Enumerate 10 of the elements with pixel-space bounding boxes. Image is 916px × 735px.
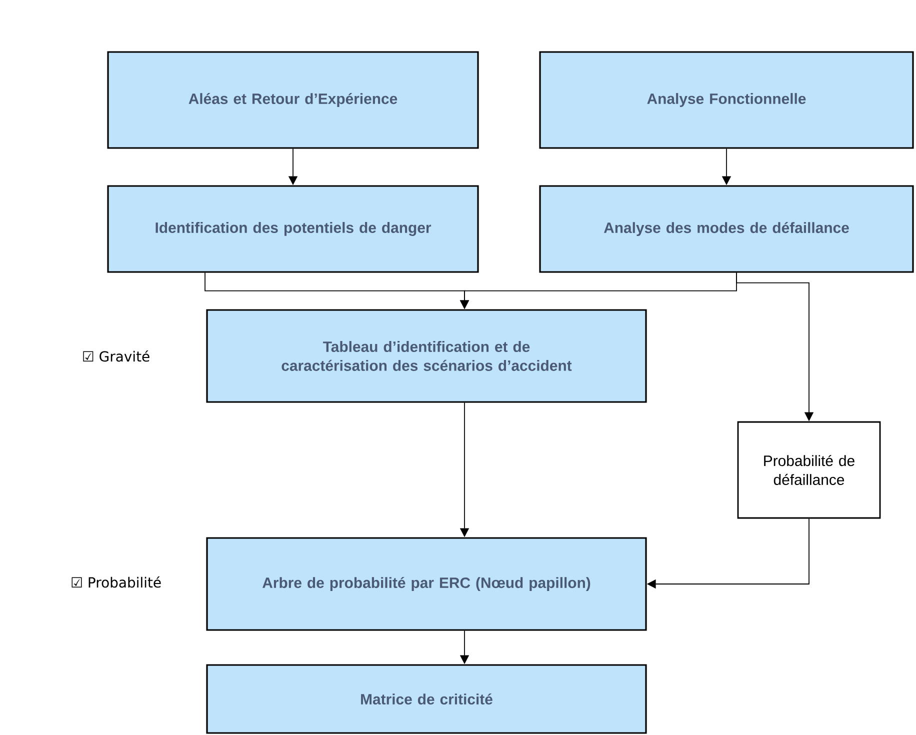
criterion-label: ☑ Probabilité (72, 576, 161, 588)
process-box: Analyse Fonctionnelle (539, 51, 914, 149)
note-box: Probabilité de défaillance (737, 421, 881, 519)
process-box: Identification des potentiels de danger (107, 185, 479, 273)
process-box: Arbre de probabilité par ERC (Nœud papillon) (206, 537, 647, 631)
process-box: Tableau d’identification et de caractérisation des scénarios d’accident (206, 309, 647, 403)
criterion-label: ☑ Gravité (83, 350, 150, 362)
process-box: Matrice de criticité (206, 664, 647, 734)
process-box: Analyse des modes de défaillance (539, 185, 914, 273)
process-box: Aléas et Retour d’Expérience (107, 51, 479, 149)
